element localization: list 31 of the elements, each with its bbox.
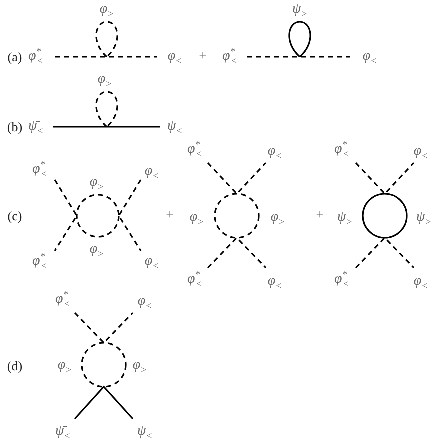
particle-label: φ$_{<}$ — [168, 50, 182, 64]
particle-label: φ$_{>}$ — [58, 359, 72, 373]
particle-label: φ$_{<}$ — [268, 275, 282, 289]
panel-label: (d) — [7, 360, 23, 372]
particle-label: ψ$_{<}$ — [167, 120, 183, 134]
particle-label: ψ̄$_{<}$ — [28, 120, 44, 134]
plus-sign: + — [198, 50, 208, 64]
particle-label: φ$_{>}$ — [90, 176, 104, 190]
particle-label: φ$_{>}$ — [90, 243, 104, 257]
particle-label: φ$_{<}$ — [362, 50, 378, 64]
particle-label: ψ$_{<}$ — [137, 425, 153, 439]
particle-label: φ$_{<}$ — [144, 165, 160, 179]
panel-label: (a) — [8, 50, 22, 64]
plus-sign: + — [315, 209, 325, 223]
particle-label: φ$_{<}$ — [414, 275, 428, 289]
particle-label: ψ$_{>}$ — [292, 3, 308, 17]
particle-label: φ$_{>}$ — [190, 211, 204, 225]
plus-sign: + — [165, 209, 175, 223]
particle-label: ψ$_{>}$ — [337, 211, 353, 225]
particle-label: φ$_{>}$ — [100, 3, 114, 17]
particle-label: φ$_{>}$ — [270, 211, 286, 225]
particle-label: φ$_{<}$ — [268, 145, 282, 159]
panel-label: (b) — [7, 120, 23, 134]
particle-label: φ$_{<}$ — [144, 255, 160, 269]
particle-label: φ$_{>}$ — [132, 359, 148, 373]
particle-label: ψ̄$_{<}$ — [55, 425, 71, 439]
particle-label: φ$_{<}$ — [138, 295, 152, 309]
particle-label: φ$_{>}$ — [98, 73, 112, 87]
panel-label: (c) — [8, 210, 22, 222]
particle-label: φ$_{<}$ — [414, 145, 428, 159]
particle-label: ψ$_{>}$ — [416, 211, 432, 225]
